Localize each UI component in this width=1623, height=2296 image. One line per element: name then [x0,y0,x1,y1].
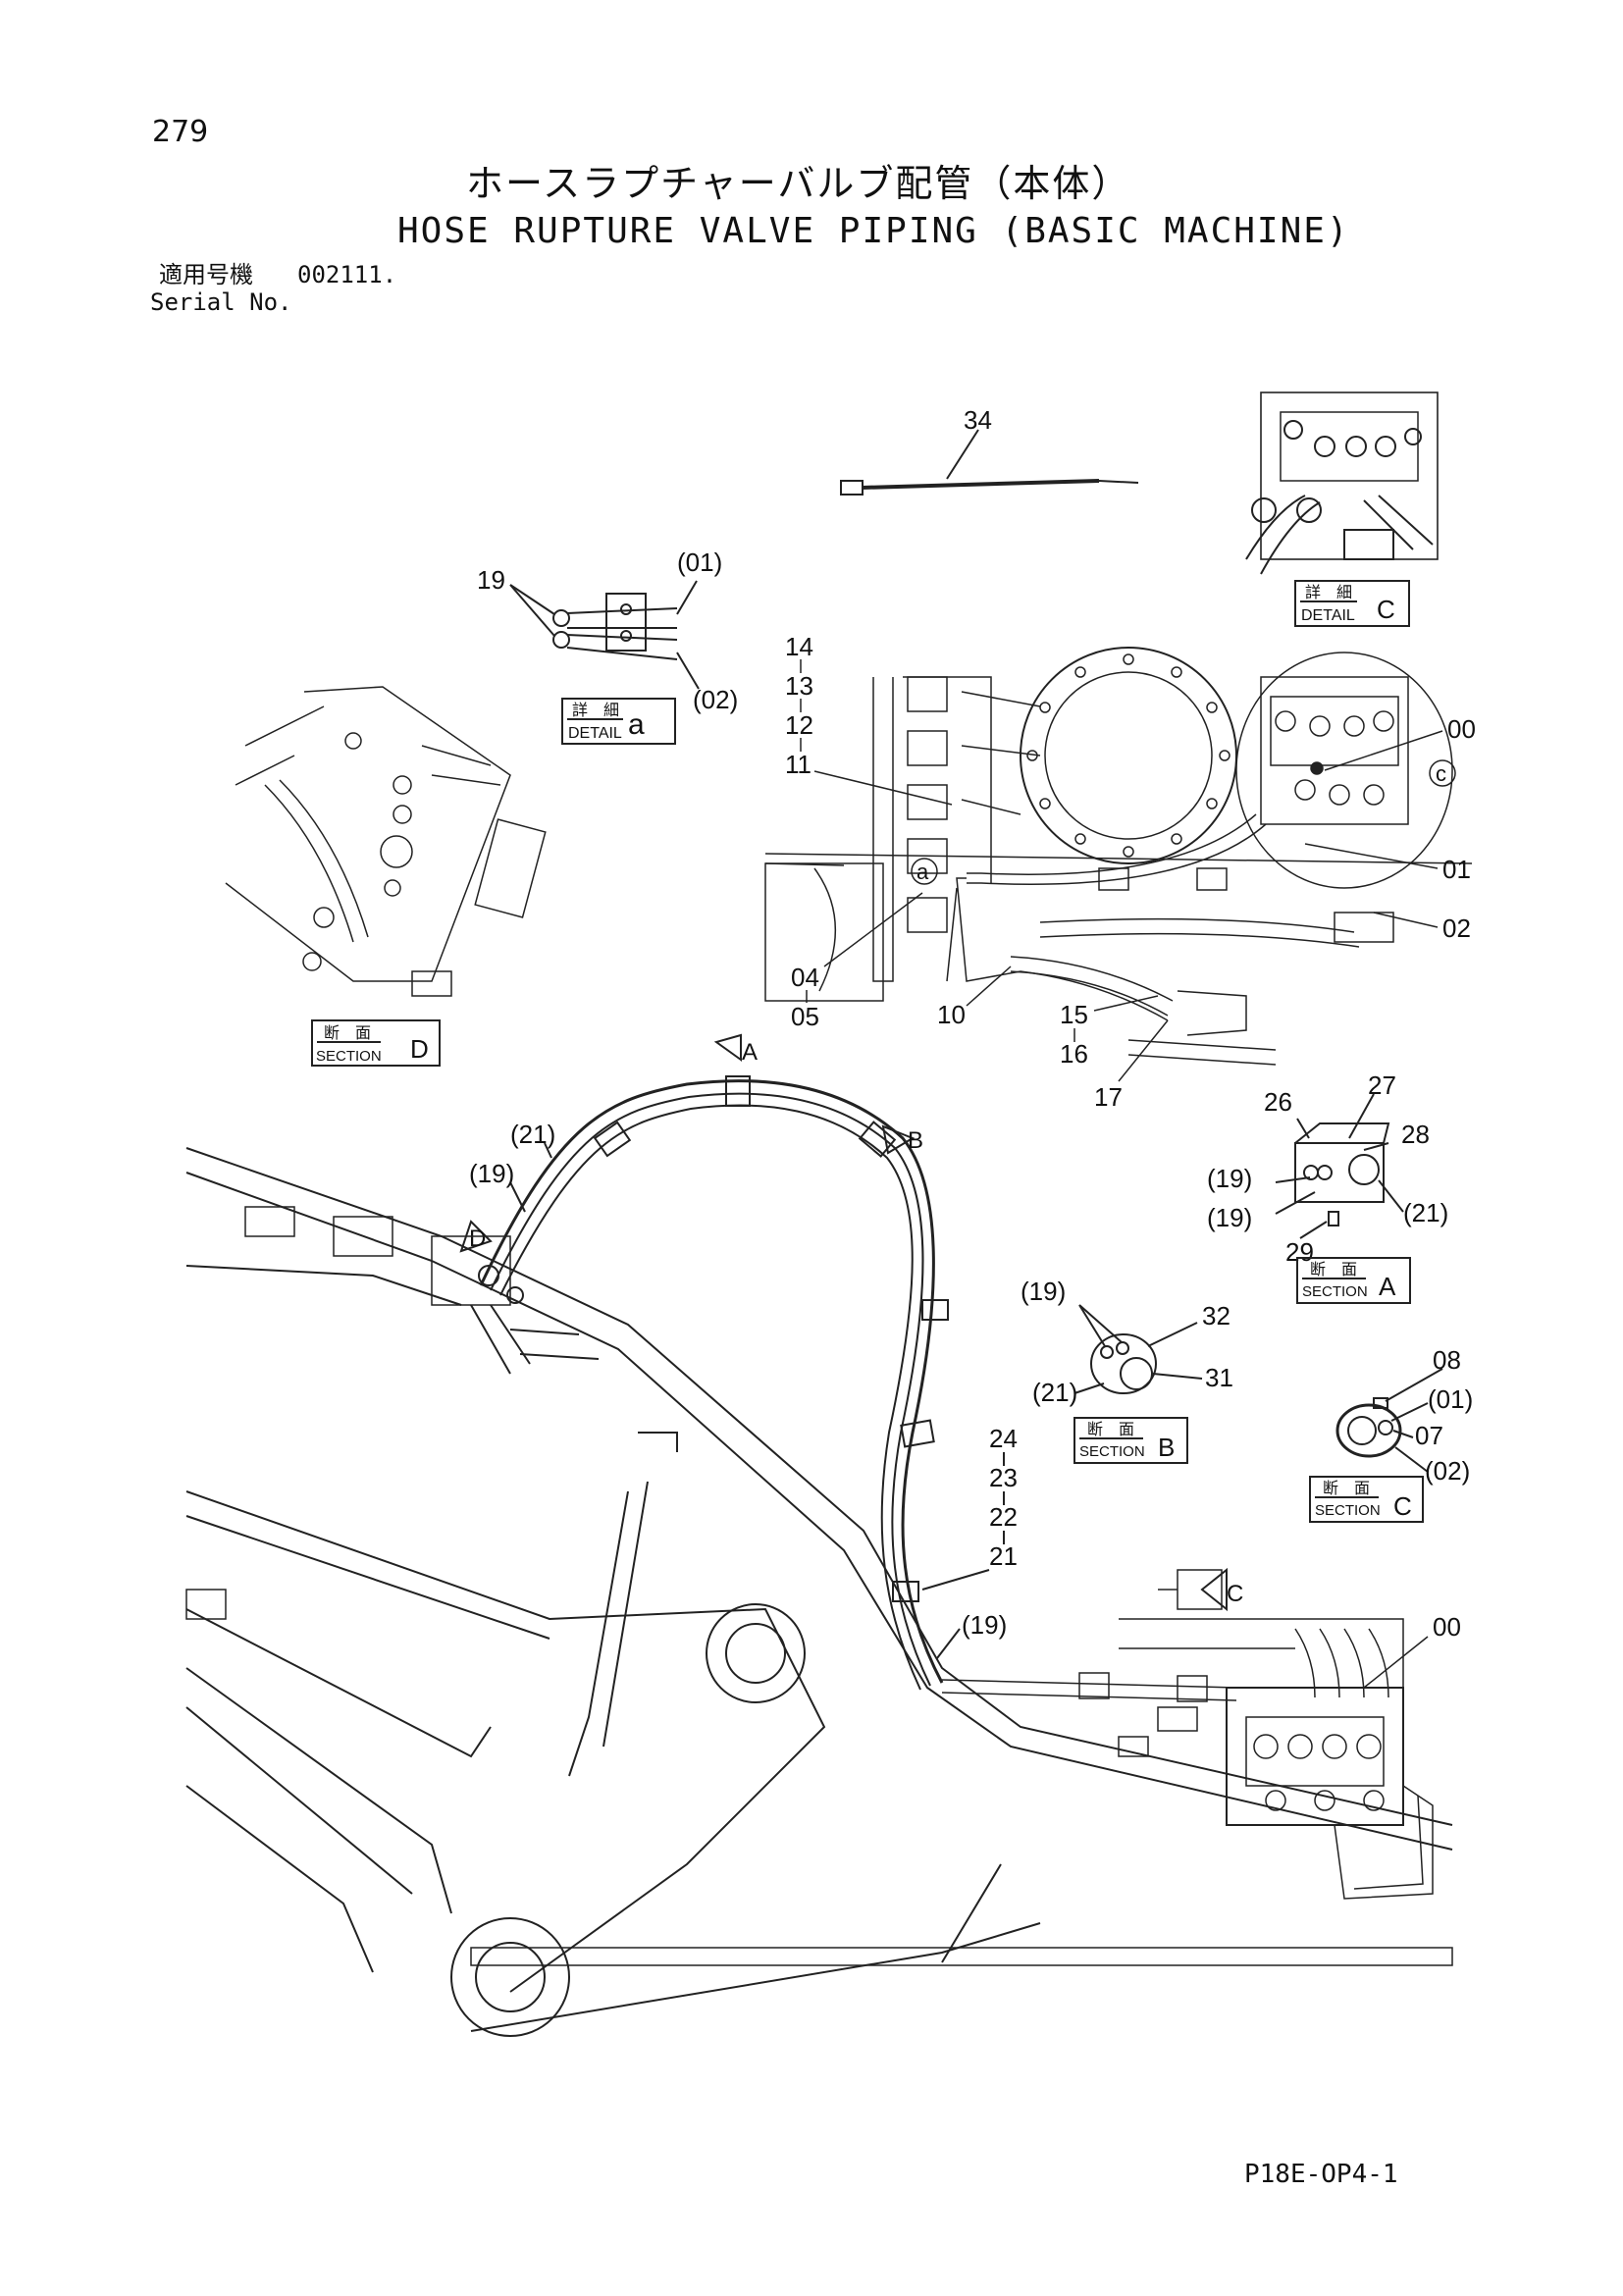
svg-text:DETAIL: DETAIL [568,725,622,742]
section-d-view [225,686,547,997]
detail-a-box: 詳 細 DETAIL a [561,698,676,745]
cable-tie-part-34: 34 [840,405,1139,496]
svg-text:05: 05 [791,1002,819,1031]
svg-text:31: 31 [1205,1363,1233,1392]
callout-01-detail-a: (01) [677,548,722,577]
callout-34: 34 [964,405,992,435]
svg-text:DETAIL: DETAIL [1301,607,1355,624]
svg-text:(19): (19) [1207,1164,1252,1193]
svg-text:27: 27 [1368,1070,1396,1100]
svg-text:D: D [410,1034,429,1064]
svg-text:a: a [628,708,645,741]
svg-text:断 面: 断 面 [1323,1480,1370,1497]
page-number: 279 [152,115,209,149]
svg-text:C: C [1227,1581,1243,1607]
svg-text:32: 32 [1202,1301,1230,1331]
svg-text:24: 24 [989,1424,1018,1453]
svg-text:SECTION: SECTION [1079,1443,1145,1460]
svg-text:04: 04 [791,963,819,992]
svg-text:(19): (19) [962,1610,1007,1640]
svg-text:07: 07 [1415,1421,1443,1450]
svg-text:14: 14 [785,632,813,661]
svg-text:(21): (21) [1403,1198,1448,1227]
title-english: HOSE RUPTURE VALVE PIPING (BASIC MACHINE… [397,211,1350,251]
section-b-box: 断 面 SECTION B [1073,1417,1188,1464]
callout-19-detail-a: 19 [477,565,505,595]
svg-text:(19): (19) [469,1159,514,1188]
svg-text:28: 28 [1401,1120,1430,1149]
svg-text:13: 13 [785,671,813,701]
svg-text:21: 21 [989,1541,1018,1571]
svg-text:A: A [742,1039,758,1066]
svg-text:SECTION: SECTION [316,1048,382,1065]
boom-frame [185,1147,1453,2037]
svg-text:詳 細: 詳 細 [1305,584,1352,601]
section-a-view: 26 27 28 (19) (19) (21) 29 [1207,1070,1448,1267]
boom-hose-routing: A B D (21) (19) 24 23 22 21 (19) [459,1033,1018,1691]
svg-text:SECTION: SECTION [1302,1283,1368,1300]
svg-text:29: 29 [1285,1237,1314,1267]
svg-text:15: 15 [1060,1000,1088,1029]
svg-text:C: C [1377,595,1395,624]
svg-text:12: 12 [785,710,813,740]
svg-text:断 面: 断 面 [1310,1261,1357,1278]
svg-text:(19): (19) [1021,1277,1066,1306]
svg-text:26: 26 [1264,1087,1292,1117]
svg-text:B: B [908,1127,923,1154]
detail-a-view: 19 (01) (02) [477,548,738,714]
svg-text:a: a [916,860,929,884]
serial-label-english: Serial No. [150,288,292,316]
section-a-box: 断 面 SECTION A [1296,1257,1411,1304]
svg-text:D: D [469,1226,486,1252]
lower-valve-assembly [941,1569,1434,1900]
svg-text:(21): (21) [510,1120,555,1149]
bolt-circle [1026,653,1230,858]
svg-text:C: C [1393,1491,1412,1521]
svg-text:(01): (01) [1428,1384,1473,1414]
svg-text:SECTION: SECTION [1315,1502,1381,1519]
main-assembly-view [764,647,1473,1066]
svg-text:(02): (02) [1425,1456,1470,1486]
svg-text:断 面: 断 面 [324,1024,371,1042]
svg-text:00: 00 [1447,714,1476,744]
svg-text:08: 08 [1433,1345,1461,1375]
svg-text:02: 02 [1442,913,1471,943]
svg-text:(19): (19) [1207,1203,1252,1232]
svg-text:23: 23 [989,1463,1018,1492]
svg-text:(21): (21) [1032,1378,1077,1407]
document-code: P18E-OP4-1 [1244,2160,1398,2189]
section-c-view: 08 (01) 07 (02) [1335,1345,1473,1486]
svg-text:c: c [1436,761,1446,786]
section-d-box: 断 面 SECTION D [311,1019,441,1067]
svg-text:01: 01 [1442,855,1471,884]
svg-text:11: 11 [785,750,812,779]
svg-text:詳 細: 詳 細 [572,702,619,719]
svg-text:A: A [1379,1272,1396,1301]
section-c-box: 断 面 SECTION C [1309,1476,1424,1523]
svg-text:22: 22 [989,1502,1018,1532]
main-assembly-callouts: 14 13 12 11 04 05 10 15 16 17 00 01 02 a… [785,632,1476,1112]
svg-text:10: 10 [937,1000,966,1029]
svg-text:断 面: 断 面 [1087,1421,1134,1438]
lower-valve-callouts: C 00 [1200,1567,1461,1642]
title-japanese: ホースラプチャーバルブ配管（本体） [466,162,1131,205]
svg-text:16: 16 [1060,1039,1088,1069]
callout-02-detail-a: (02) [693,685,738,714]
detail-c-box: 詳 細 DETAIL C [1294,580,1410,627]
serial-label-japanese: 適用号機 [159,261,253,288]
section-b-view: (19) 32 31 (21) [1021,1277,1233,1407]
svg-text:00: 00 [1433,1612,1461,1642]
svg-text:B: B [1158,1433,1175,1462]
serial-number-value: 002111. [297,261,397,288]
svg-text:17: 17 [1094,1082,1123,1112]
detail-c-view [1245,391,1439,575]
